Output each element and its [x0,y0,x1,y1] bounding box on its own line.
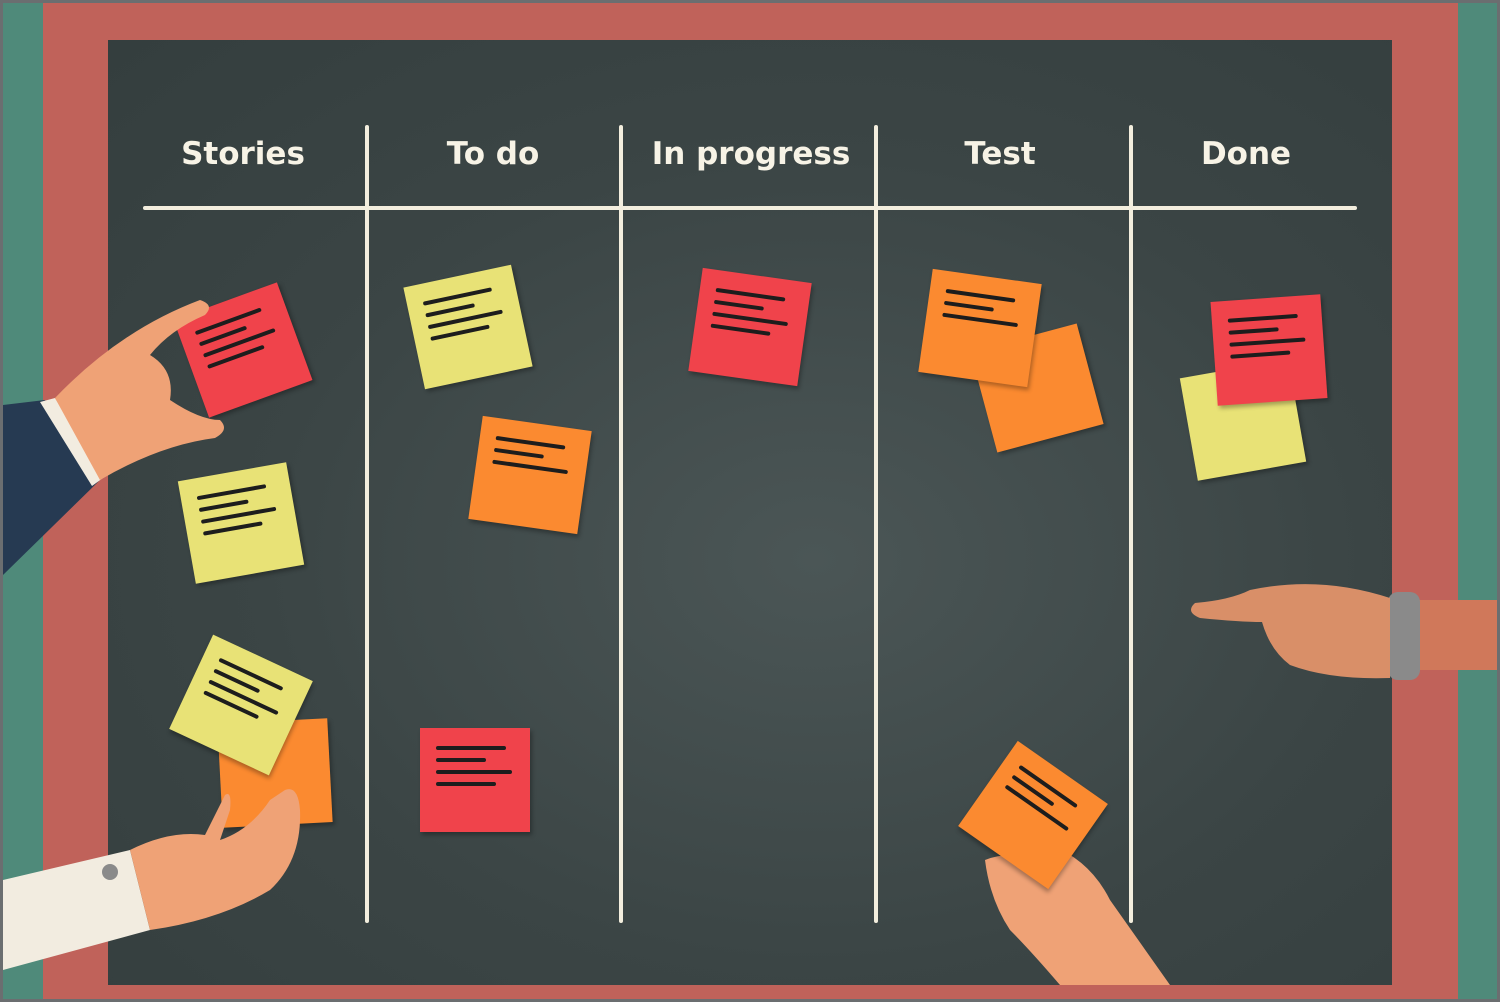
hand-icon [1191,584,1390,679]
column-header-test: Test [964,136,1036,172]
column-divider [1129,125,1133,923]
note-text-line [1011,774,1055,807]
hand-icon [985,844,1170,985]
sticky-note-red[interactable] [420,728,530,832]
column-header-in-progress: In progress [651,136,851,172]
note-text-line [436,758,486,762]
wall-right [1458,3,1497,999]
note-text-line [436,782,496,786]
column-header-done: Done [1200,136,1292,172]
kanban-board [108,40,1392,985]
note-text-line [436,770,512,774]
column-divider [874,125,878,923]
header-divider [143,206,1357,210]
note-text-line [436,746,506,750]
column-header-stories: Stories [181,136,305,172]
column-divider [365,125,369,923]
hand-icon [3,400,100,575]
column-header-todo: To do [446,136,540,172]
column-divider [619,125,623,923]
hand-icon [130,789,301,930]
hand-icon [55,300,224,480]
